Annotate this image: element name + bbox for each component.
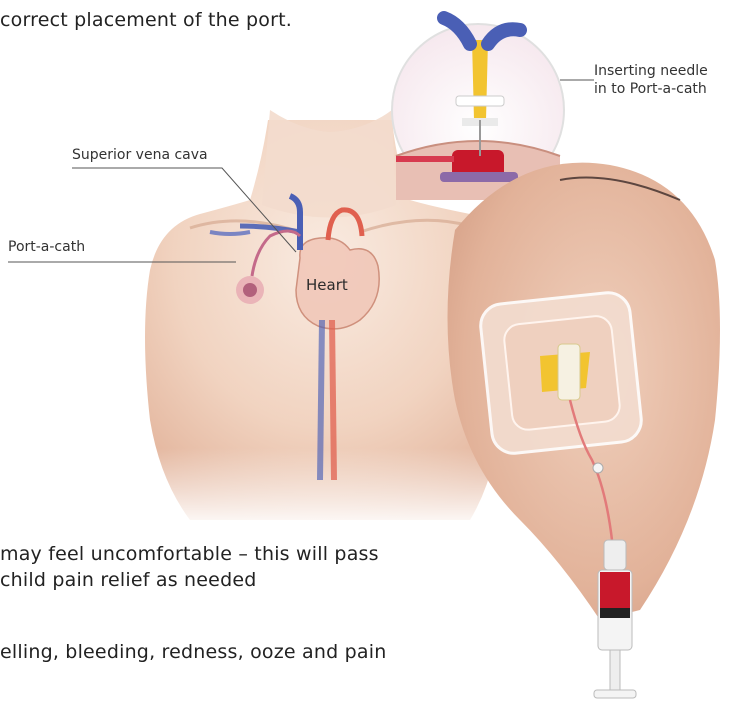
label-inserting-needle-line-2: in to Port-a-cath [594,81,707,97]
label-superior-vena-cava: Superior vena cava [72,146,208,164]
label-heart: Heart [306,276,348,294]
label-port-a-cath: Port-a-cath [8,238,85,256]
body-text-line-3: elling, bleeding, redness, ooze and pain [0,640,386,664]
shoulder-closeup [448,163,721,698]
label-inserting-needle-line-1: Inserting needle [594,63,708,79]
body-text-line-1: may feel uncomfortable – this will pass [0,542,379,566]
body-text-line-2: child pain relief as needed [0,568,256,592]
label-inserting-needle: Inserting needle in to Port-a-cath [594,62,733,98]
